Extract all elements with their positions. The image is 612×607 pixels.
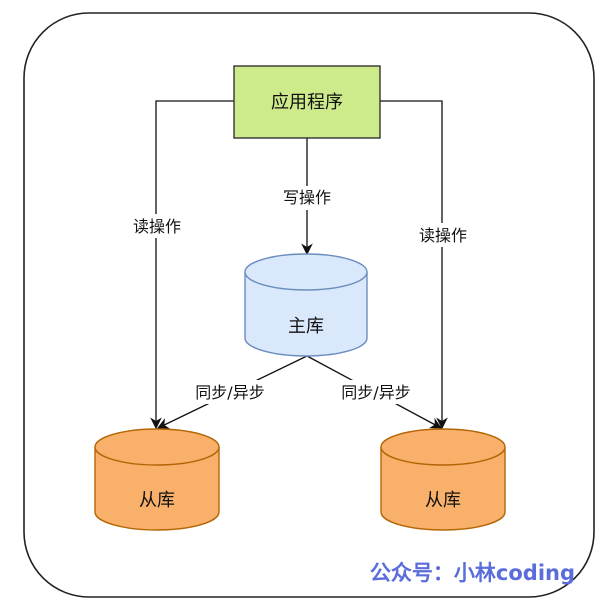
write-label: 写操作: [283, 188, 331, 207]
read-left-edge: [150, 100, 234, 430]
read-right-edge: [380, 100, 448, 430]
read-left-label: 读操作: [133, 217, 181, 236]
master-db-label: 主库: [288, 316, 324, 337]
slave-db-right-label: 从库: [425, 490, 461, 511]
master-db: [244, 253, 368, 357]
slave-db-left-label: 从库: [139, 490, 175, 511]
app-node: [233, 65, 381, 139]
read-right-label: 读操作: [419, 226, 467, 245]
watermark-text: 公众号：小林coding: [370, 561, 575, 585]
slave-db-left: [94, 428, 220, 531]
app-node-label: 应用程序: [271, 92, 343, 113]
sync-left-label: 同步/异步: [195, 383, 264, 402]
slave-db-right: [380, 428, 506, 531]
sync-right-label: 同步/异步: [341, 383, 410, 402]
